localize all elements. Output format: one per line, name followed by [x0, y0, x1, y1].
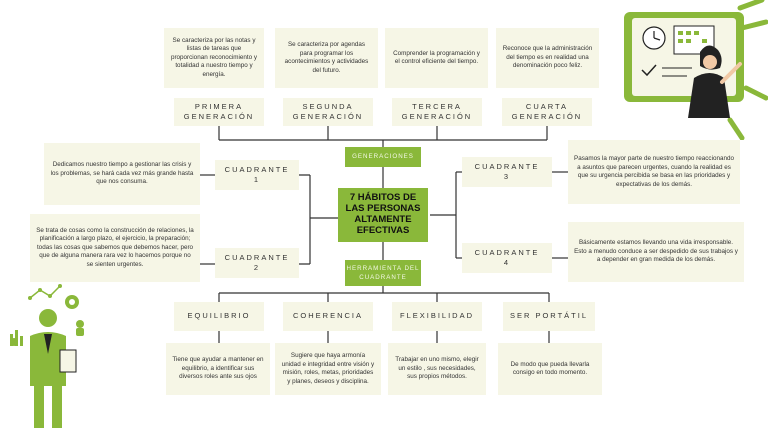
- quadrant1-label-line1: CUADRANTE: [224, 164, 290, 174]
- gen1-label-line1: PRIMERA: [194, 101, 244, 111]
- decorative-rays: [727, 0, 768, 140]
- tool-equilibrio-description: Tiene que ayudar a mantener en equilibri…: [166, 343, 270, 395]
- herramienta-tag-line1: HERRAMIENTA DEL: [346, 264, 420, 272]
- woman-figure: [688, 45, 742, 118]
- quadrant2-label: CUADRANTE 2: [215, 248, 299, 278]
- gen1-description: Se caracteriza por las notas y listas de…: [164, 28, 264, 88]
- central-title: 7 HÁBITOS DE LAS PERSONAS ALTAMENTE EFEC…: [338, 188, 428, 242]
- quadrant1-label: CUADRANTE 1: [215, 160, 299, 190]
- quadrant3-label: CUADRANTE 3: [462, 157, 552, 187]
- gen1-label-line2: GENERACIÓN: [183, 112, 255, 121]
- man-with-clipboard-illustration: [10, 284, 84, 428]
- quadrant4-label: CUADRANTE 4: [462, 243, 552, 273]
- tool-equilibrio-label: EQUILIBRIO: [174, 302, 264, 331]
- quadrant2-label-line1: CUADRANTE: [224, 252, 290, 262]
- gen2-description: Se caracteriza por agendas para programa…: [275, 28, 378, 88]
- quadrant4-label-line2: 4: [503, 258, 511, 267]
- gen4-label-line1: CUARTA: [525, 101, 569, 111]
- quadrant2-description: Se trata de cosas como la construcción d…: [30, 214, 200, 282]
- gen3-label: TERCERA GENERACIÓN: [392, 98, 482, 126]
- gen3-description: Comprender la programación y el control …: [385, 28, 488, 88]
- herramienta-tag-line2: CUADRANTE: [359, 274, 407, 281]
- trend-line-icon: [29, 285, 61, 299]
- gen2-label: SEGUNDA GENERACIÓN: [283, 98, 373, 126]
- quadrant3-label-line2: 3: [503, 172, 511, 181]
- tool-ser-portatil-label: SER PORTÁTIL: [503, 302, 595, 331]
- gen3-label-line1: TERCERA: [412, 101, 462, 111]
- people-icon: [76, 320, 84, 328]
- tool-flexibilidad-description: Trabajar en uno mismo, elegir un estilo …: [388, 343, 486, 395]
- gen4-label-line2: GENERACIÓN: [511, 112, 583, 121]
- quadrant4-description: Básicamente estamos llevando una vida ir…: [568, 222, 744, 282]
- tool-flexibilidad-label: FLEXIBILIDAD: [392, 302, 482, 331]
- quadrant1-label-line2: 1: [253, 175, 261, 184]
- gen2-label-line1: SEGUNDA: [302, 101, 354, 111]
- quadrant4-label-line1: CUADRANTE: [474, 247, 540, 257]
- gen3-label-line2: GENERACIÓN: [401, 112, 473, 121]
- quadrant3-description: Pasamos la mayor parte de nuestro tiempo…: [568, 140, 740, 204]
- tool-ser-portatil-description: De modo que pueda llevarla consigo en to…: [498, 343, 602, 395]
- herramienta-tag: HERRAMIENTA DEL CUADRANTE: [345, 260, 421, 286]
- gen1-label: PRIMERA GENERACIÓN: [174, 98, 264, 126]
- man-figure: [30, 309, 77, 428]
- clipboard-icon: [59, 349, 77, 373]
- gen4-label: CUARTA GENERACIÓN: [502, 98, 592, 126]
- tool-coherencia-label: COHERENCIA: [283, 302, 373, 331]
- woman-at-board-illustration: [624, 0, 768, 140]
- gen4-description: Reconoce que la administración del tiemp…: [496, 28, 599, 88]
- quadrant2-label-line2: 2: [253, 263, 261, 272]
- quadrant1-description: Dedicamos nuestro tiempo a gestionar las…: [44, 143, 200, 205]
- quadrant3-label-line1: CUADRANTE: [474, 161, 540, 171]
- tool-coherencia-description: Sugiere que haya armonía unidad e integr…: [275, 343, 381, 395]
- gen2-label-line2: GENERACIÓN: [292, 112, 364, 121]
- checkmark-icon: [641, 64, 657, 77]
- generaciones-tag: GENERACIONES: [345, 147, 421, 167]
